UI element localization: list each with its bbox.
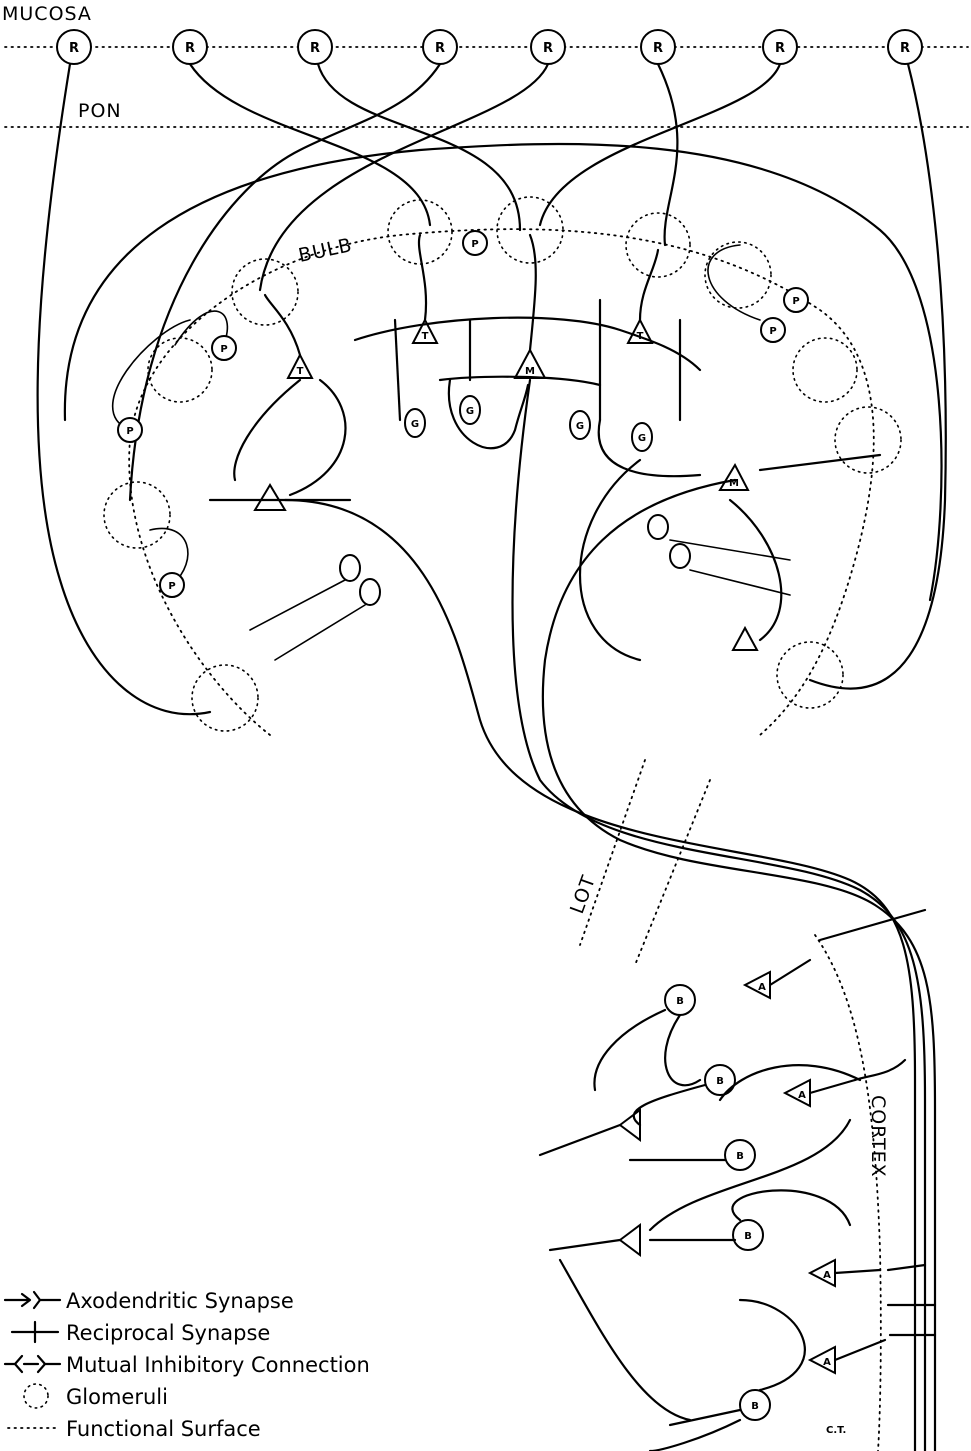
lot-label: LOT bbox=[566, 872, 600, 917]
mitral-and-tufted-cells: M M T T T bbox=[253, 317, 759, 651]
receptor-label: R bbox=[900, 41, 910, 56]
tufted-label: T bbox=[422, 331, 429, 342]
legend-label: Mutual Inhibitory Connection bbox=[66, 1353, 370, 1377]
bulb-outline bbox=[63, 142, 943, 602]
pyramidal-cell bbox=[618, 1108, 641, 1142]
periglomerular-label: P bbox=[220, 344, 227, 355]
glomerulus bbox=[191, 664, 259, 732]
basket-label: B bbox=[744, 1231, 752, 1242]
periglomerular-label: P bbox=[769, 326, 776, 337]
glomerulus bbox=[834, 406, 902, 474]
tufted-cell bbox=[286, 352, 314, 379]
granule-label: G bbox=[411, 419, 419, 430]
basket-label: B bbox=[716, 1076, 724, 1087]
receptor-axons bbox=[36, 62, 947, 716]
receptor-label: R bbox=[653, 41, 663, 56]
receptor-label: R bbox=[435, 41, 445, 56]
periglomerular-label: P bbox=[471, 239, 478, 250]
glomerulus bbox=[496, 196, 564, 264]
cortex-functional-surface bbox=[814, 934, 882, 1451]
mitral-cell bbox=[718, 462, 750, 491]
bulb-label: BULB bbox=[296, 234, 354, 267]
periglomerular-cells: P P P P P P bbox=[111, 230, 809, 598]
receptor-label: R bbox=[185, 41, 195, 56]
bulb-axon-loops bbox=[233, 378, 783, 662]
glomerulus bbox=[103, 481, 171, 549]
mitral-label: M bbox=[729, 478, 739, 489]
glomerulus bbox=[625, 212, 691, 278]
cortex-connections bbox=[538, 958, 887, 1451]
legend-label: Glomeruli bbox=[66, 1385, 168, 1409]
legend: Axodendritic Synapse Reciprocal Synapse … bbox=[3, 1289, 370, 1441]
receptor-cell bbox=[297, 29, 333, 65]
legend-functional-surface: Functional Surface bbox=[7, 1417, 261, 1441]
tufted-cell bbox=[626, 317, 654, 344]
legend-reciprocal-synapse: Reciprocal Synapse bbox=[10, 1320, 270, 1345]
mitral-dendrites bbox=[208, 233, 882, 502]
periglomerular-label: P bbox=[168, 581, 175, 592]
glomerulus bbox=[387, 199, 453, 265]
receptor-label: R bbox=[310, 41, 320, 56]
glomerulus-icon bbox=[23, 1383, 49, 1409]
receptor-label: R bbox=[775, 41, 785, 56]
periglomerular-label: P bbox=[126, 426, 133, 437]
cortex-collaterals bbox=[818, 908, 937, 1337]
glomerulus bbox=[231, 258, 299, 326]
pyramidal-label: A bbox=[758, 982, 766, 993]
pon-label: PON bbox=[78, 100, 122, 122]
pyramidal-label: A bbox=[823, 1357, 831, 1368]
glomerulus bbox=[776, 641, 844, 709]
granule-cells: G G G G bbox=[249, 395, 791, 661]
pyramidal-cells: A A A A bbox=[618, 970, 836, 1375]
basket-label: B bbox=[676, 996, 684, 1007]
legend-label: Functional Surface bbox=[66, 1417, 261, 1441]
lot-surface-line bbox=[579, 759, 646, 946]
legend-label: Axodendritic Synapse bbox=[66, 1289, 294, 1313]
mucosa-label: MUCOSA bbox=[2, 3, 92, 25]
glomeruli bbox=[103, 196, 902, 732]
granule-label: G bbox=[466, 406, 474, 417]
pyramidal-cell bbox=[618, 1223, 641, 1257]
tufted-cell bbox=[731, 625, 759, 651]
tufted-label: T bbox=[297, 366, 304, 377]
pyramidal-label: A bbox=[823, 1270, 831, 1281]
cortex-label: CORTEX bbox=[867, 1095, 889, 1178]
granule-label: G bbox=[638, 433, 646, 444]
legend-glomeruli: Glomeruli bbox=[23, 1383, 168, 1409]
receptor-cell bbox=[887, 29, 923, 65]
basket-cells: B B B B B bbox=[664, 984, 771, 1421]
basket-label: B bbox=[736, 1151, 744, 1162]
glomerulus bbox=[792, 337, 858, 403]
mitral-cell bbox=[253, 483, 287, 511]
receptor-cell bbox=[56, 29, 92, 65]
pyramidal-label: A bbox=[798, 1090, 806, 1101]
legend-mutual-inhibitory-connection: Mutual Inhibitory Connection bbox=[3, 1353, 370, 1377]
glomerulus bbox=[147, 337, 213, 403]
legend-axodendritic-synapse: Axodendritic Synapse bbox=[3, 1289, 294, 1313]
receptor-cells: R R R R R R R R bbox=[56, 29, 923, 65]
glomerulus bbox=[704, 241, 772, 309]
periglomerular-label: P bbox=[792, 296, 799, 307]
granule-label: G bbox=[576, 421, 584, 432]
tufted-cell bbox=[411, 317, 439, 344]
receptor-label: R bbox=[543, 41, 553, 56]
receptor-label: R bbox=[69, 41, 79, 56]
mitral-label: M bbox=[525, 366, 535, 377]
lateral-olfactory-tract bbox=[283, 378, 937, 1451]
basket-label: B bbox=[751, 1401, 759, 1412]
legend-label: Reciprocal Synapse bbox=[66, 1321, 270, 1345]
ct-label: C.T. bbox=[826, 1425, 846, 1436]
lot-surface-line bbox=[634, 779, 711, 966]
bulb-functional-surface bbox=[128, 228, 875, 736]
